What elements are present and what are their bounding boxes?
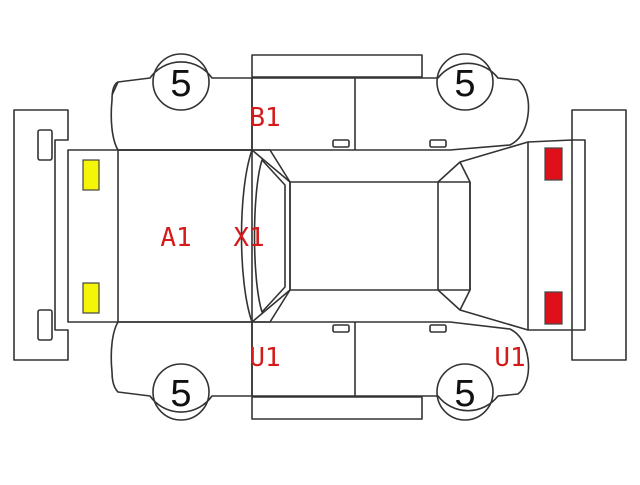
tire-rear-right-circle <box>436 363 494 421</box>
tire-front-right-circle <box>436 53 494 111</box>
tire-depth-rear-right: 5 <box>454 373 475 415</box>
tire-depth-rear-left: 5 <box>170 373 191 415</box>
roof-strip-top <box>251 54 423 78</box>
damage-code-driver-door: B1 <box>249 103 280 133</box>
damage-code-windshield: X1 <box>233 223 264 253</box>
roof-strip-bottom <box>251 396 423 420</box>
tires <box>152 53 494 421</box>
damage-code-passenger-door: U1 <box>249 343 280 373</box>
damage-code-rear-quarter: U1 <box>494 343 525 373</box>
rear-lamp-top <box>544 147 563 181</box>
tire-depth-front-right: 5 <box>454 63 475 105</box>
damage-code-hood: A1 <box>160 223 191 253</box>
rear-bumper <box>571 109 627 361</box>
upper-side-profile <box>110 61 530 151</box>
front-lamp-bottom <box>82 282 100 314</box>
tire-rear-left-circle <box>152 363 210 421</box>
tire-front-left-circle <box>152 53 210 111</box>
front-bumper <box>13 109 69 361</box>
tire-depth-front-left: 5 <box>170 63 191 105</box>
rear-lamp-bottom <box>544 291 563 325</box>
top-view-body <box>67 139 573 331</box>
front-lamp-top <box>82 159 100 191</box>
lamps <box>82 147 563 325</box>
